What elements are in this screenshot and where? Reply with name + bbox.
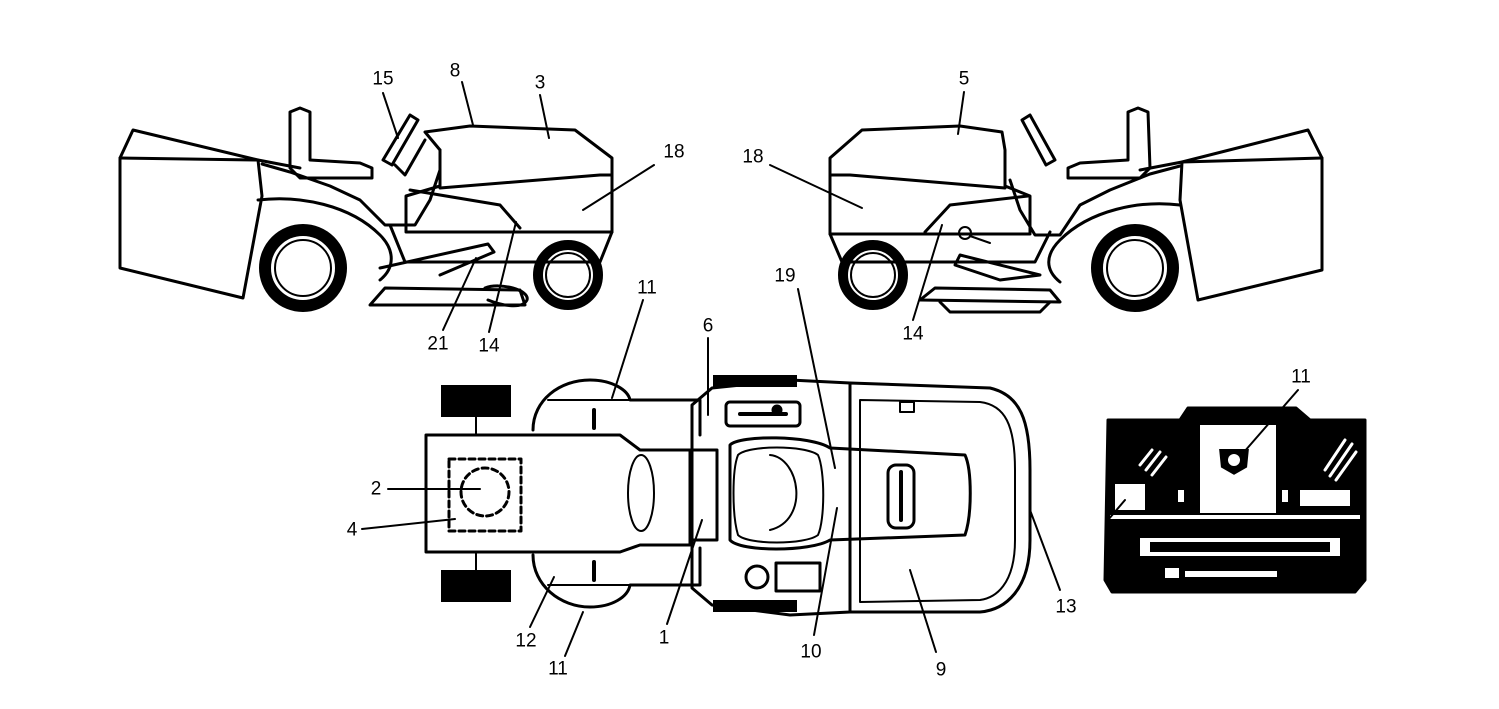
rear-view — [1103, 389, 1367, 594]
callout-19: 19 — [774, 265, 796, 287]
left-rear-wheel — [259, 224, 347, 312]
callout-11-rear: 11 — [1291, 366, 1311, 388]
top-seat — [728, 436, 972, 551]
callout-5: 5 — [958, 68, 970, 90]
callout-3: 3 — [534, 72, 546, 94]
top-rear-tire-lower — [441, 570, 511, 602]
left-grass-bag — [118, 128, 264, 300]
right-seat — [1066, 106, 1152, 180]
callout-13: 13 — [1055, 596, 1077, 618]
callout-1: 1 — [658, 627, 670, 649]
right-fender — [1008, 164, 1182, 237]
right-mower-deck — [918, 286, 1062, 304]
callout-8: 8 — [449, 60, 461, 82]
top-fender-upper — [531, 378, 702, 437]
top-view — [361, 288, 1061, 657]
left-hood — [404, 124, 614, 234]
right-ignition-key — [958, 226, 972, 240]
callout-11-bottom: 11 — [548, 658, 568, 680]
right-grass-bag — [1178, 128, 1324, 302]
callout-14-right: 14 — [902, 323, 924, 345]
left-mower-deck — [368, 286, 527, 307]
callout-18-left: 18 — [663, 141, 685, 163]
left-seat — [288, 106, 374, 180]
callout-11-top: 11 — [637, 277, 657, 299]
right-hood — [828, 124, 1032, 236]
top-grass-bag — [424, 433, 692, 554]
left-side-view — [118, 81, 655, 333]
top-label-area — [447, 457, 523, 533]
top-rear-tire-upper — [441, 385, 511, 417]
callout-6: 6 — [702, 315, 714, 337]
top-fender-lower — [531, 546, 702, 609]
callout-12: 12 — [515, 630, 537, 652]
right-front-wheel — [838, 240, 908, 310]
callout-15: 15 — [372, 68, 394, 90]
callout-18-right: 18 — [742, 146, 764, 168]
right-rear-wheel — [1091, 224, 1179, 312]
callout-2: 2 — [370, 478, 382, 500]
callout-4: 4 — [346, 519, 358, 541]
left-steering-wheel — [381, 113, 420, 167]
top-control-panel — [724, 400, 802, 428]
right-side-view — [769, 91, 1324, 321]
callout-9: 9 — [935, 659, 947, 681]
left-front-wheel — [533, 240, 603, 310]
right-steering-wheel — [1020, 113, 1057, 167]
callout-14-left: 14 — [478, 335, 500, 357]
top-hood — [848, 381, 1032, 614]
callout-21: 21 — [427, 333, 449, 355]
callout-10: 10 — [800, 641, 822, 663]
